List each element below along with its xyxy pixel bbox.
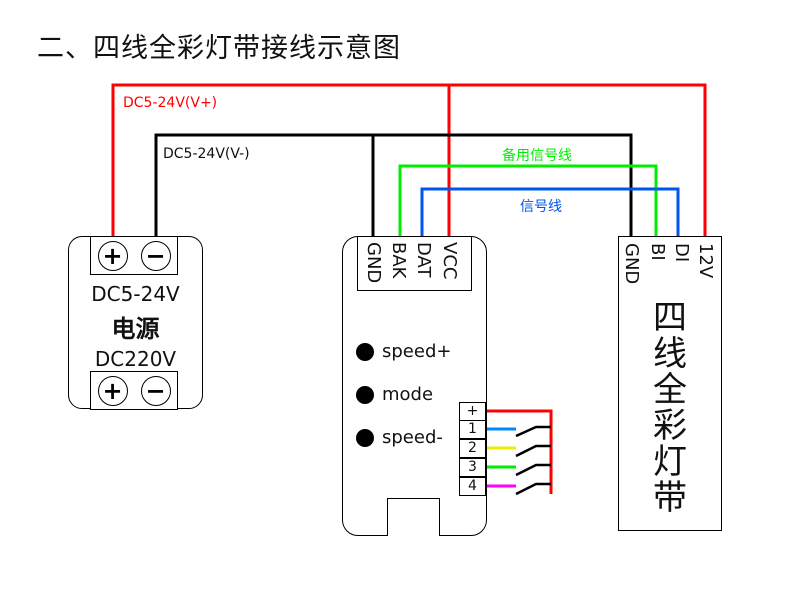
switch-pin-plus: + — [459, 402, 486, 421]
switch-3 — [515, 463, 551, 477]
speed-down-button[interactable]: speed- — [356, 427, 443, 448]
switch-pin-2: 2 — [459, 439, 486, 458]
minus-terminal-icon: − — [140, 240, 171, 271]
pin-dat: DAT — [413, 242, 434, 278]
wire-switch-common — [486, 409, 553, 494]
wire-backup-signal — [398, 164, 658, 238]
button-dot-icon — [356, 428, 374, 447]
speed-up-button[interactable]: speed+ — [356, 341, 451, 362]
page-title: 二、四线全彩灯带接线示意图 — [37, 33, 401, 64]
switch-pin-1: 1 — [459, 420, 486, 439]
psu-output-terminals: + − — [90, 236, 178, 275]
strip-pin-bi: BI — [647, 243, 668, 261]
button-dot-icon — [356, 342, 374, 361]
strip-pin-di: DI — [671, 243, 692, 263]
switch-1 — [515, 425, 551, 438]
psu-output-voltage: DC5-24V — [91, 282, 180, 306]
wire-signal — [420, 187, 680, 238]
pin-gnd: GND — [363, 242, 384, 284]
plus-terminal-icon: + — [97, 375, 128, 406]
strip-name: 四线全彩灯带 — [653, 298, 687, 518]
controller-pin-header: GND BAK DAT VCC — [357, 236, 472, 291]
psu-name: 电源 — [111, 315, 160, 343]
psu-input-terminals: + − — [90, 371, 178, 410]
backup-signal-label: 备用信号线 — [502, 148, 572, 164]
mode-label: mode — [382, 384, 434, 405]
psu-input-voltage: DC220V — [94, 347, 177, 371]
switch-4 — [515, 482, 551, 496]
strip-pin-12v: 12V — [695, 243, 716, 279]
button-dot-icon — [356, 385, 374, 404]
strip-pin-gnd: GND — [621, 243, 642, 285]
signal-label: 信号线 — [520, 199, 562, 215]
switch-pin-4: 4 — [459, 477, 486, 496]
wire-vminus — [154, 133, 633, 238]
pin-vcc: VCC — [439, 242, 460, 280]
speed-down-label: speed- — [382, 427, 443, 448]
vplus-label: DC5-24V(V+) — [123, 95, 218, 111]
mode-button[interactable]: mode — [356, 384, 433, 405]
switch-2 — [515, 444, 551, 458]
vminus-label: DC5-24V(V-) — [163, 146, 250, 162]
plus-terminal-icon: + — [97, 240, 128, 271]
wire-vplus — [111, 83, 707, 238]
usb-port — [387, 498, 440, 536]
led-strip: GND BI DI 12V — [618, 236, 722, 531]
minus-terminal-icon: − — [140, 375, 171, 406]
speed-up-label: speed+ — [382, 341, 452, 362]
switch-pin-3: 3 — [459, 458, 486, 477]
pin-bak: BAK — [388, 242, 409, 279]
